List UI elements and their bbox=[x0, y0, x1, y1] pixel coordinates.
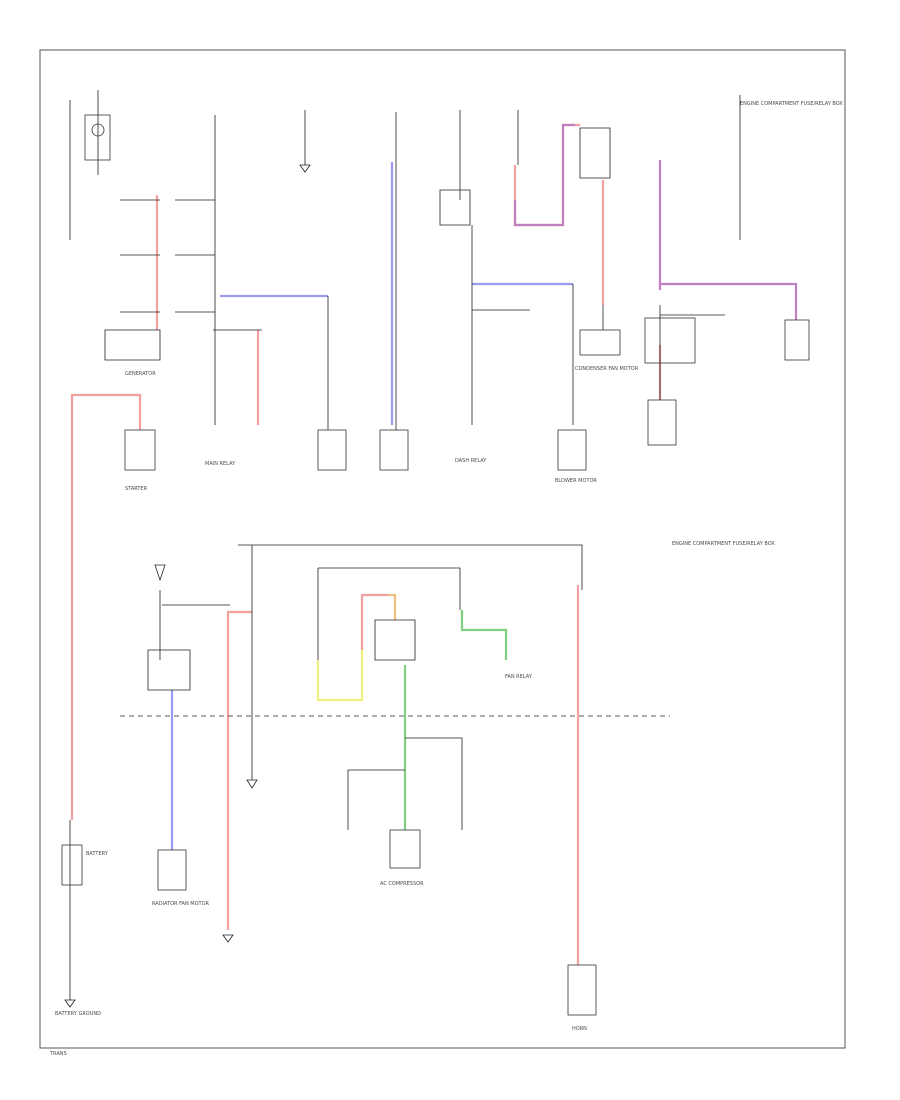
label-blower-motor: BLOWER MOTOR bbox=[555, 478, 597, 484]
label-condenser-fan-motor: CONDENSER FAN MOTOR bbox=[575, 366, 639, 372]
colored-circuits-bottom bbox=[170, 585, 580, 965]
ground-symbols bbox=[64, 164, 311, 1008]
label-page-code: TRANS bbox=[49, 1051, 67, 1057]
black-wiring-top bbox=[69, 90, 741, 430]
diagram-frame bbox=[39, 49, 846, 1049]
label-battery-ground: BATTERY GROUND bbox=[55, 1011, 101, 1017]
red-wire-radiator-fan bbox=[226, 610, 252, 930]
yellow-wire-fan-relay bbox=[316, 650, 364, 702]
diagram-labels: GENERATOR STARTER MAIN RELAY DASH RELAY … bbox=[49, 101, 843, 1057]
label-engine-box-top: ENGINE COMPARTMENT FUSE/RELAY BOX bbox=[740, 101, 843, 107]
label-main-relay: MAIN RELAY bbox=[205, 461, 236, 467]
label-fan-relay: FAN RELAY bbox=[505, 674, 533, 680]
violet-wire-relay bbox=[513, 123, 575, 227]
label-dash-relay: DASH RELAY bbox=[455, 458, 487, 464]
black-wiring-bottom bbox=[69, 544, 670, 1000]
label-radiator-fan-motor: RADIATOR FAN MOTOR bbox=[152, 901, 210, 907]
components-bottom bbox=[61, 829, 597, 1016]
label-battery: BATTERY bbox=[86, 851, 109, 857]
red-wire-relay-left bbox=[513, 123, 580, 227]
label-starter: STARTER bbox=[125, 486, 148, 492]
red-wire-relay-feed bbox=[360, 593, 388, 650]
violet-wire-right-horizontal bbox=[660, 282, 798, 320]
label-generator: GENERATOR bbox=[125, 371, 156, 377]
colored-circuits-top bbox=[70, 123, 798, 820]
components-top bbox=[84, 114, 810, 471]
green-wire-horn bbox=[460, 610, 508, 660]
label-horn: HORN bbox=[572, 1026, 587, 1032]
label-ac-compressor: AC COMPRESSOR bbox=[380, 881, 424, 887]
label-engine-box-bottom: ENGINE COMPARTMENT FUSE/RELAY BOX bbox=[672, 541, 775, 547]
orange-wire-relay bbox=[388, 593, 397, 620]
red-wire-battery-main bbox=[70, 393, 142, 820]
